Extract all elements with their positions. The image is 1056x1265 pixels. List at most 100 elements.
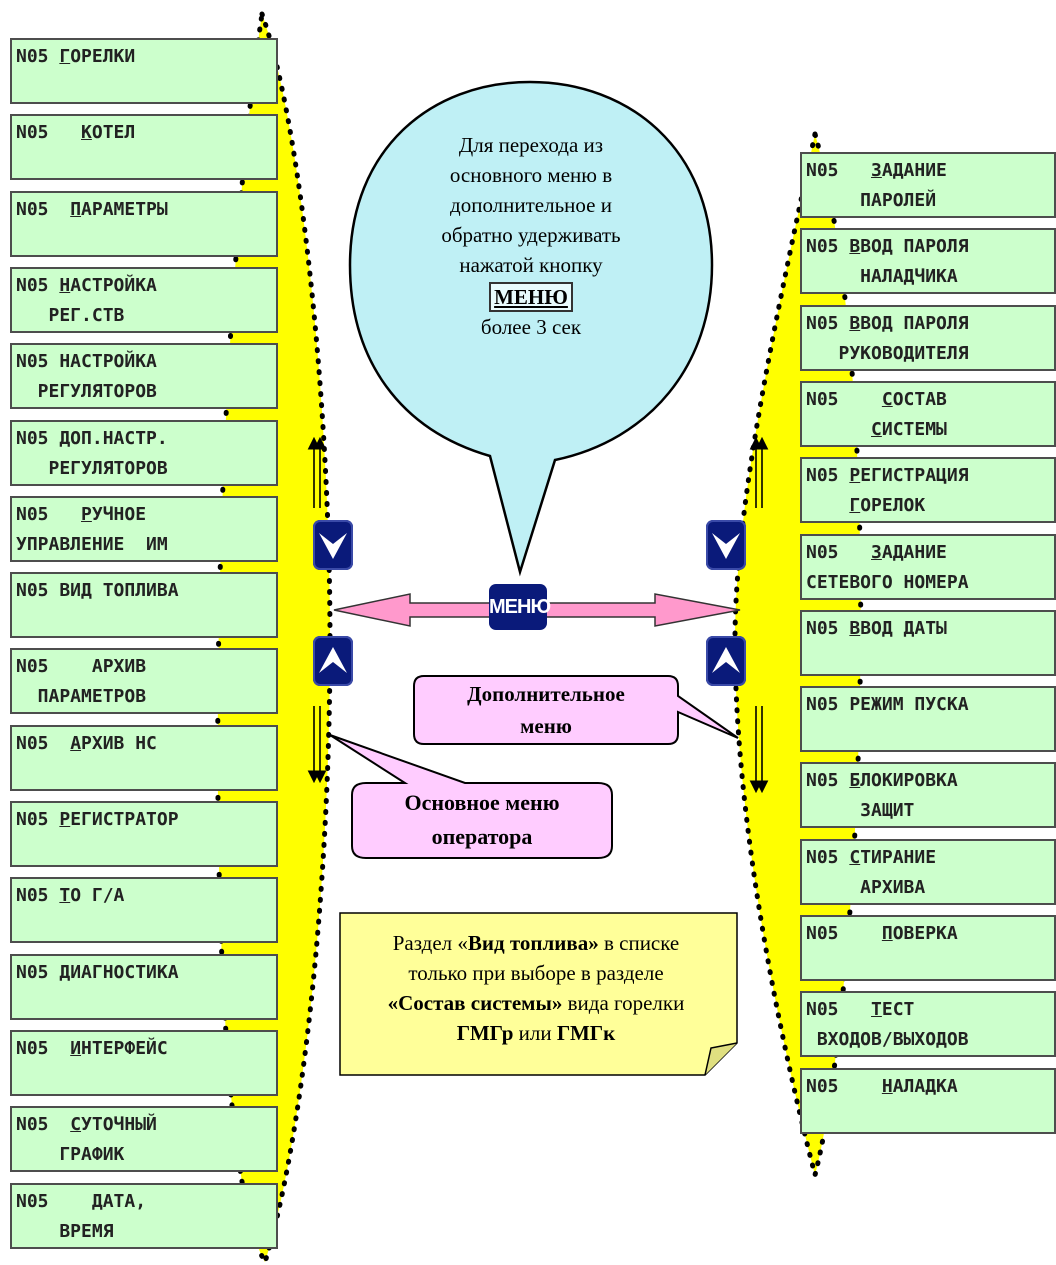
menu-screen-item[interactable]: N05 ПАРАМЕТРЫ bbox=[10, 190, 278, 257]
down-arrow-icon[interactable] bbox=[706, 520, 746, 570]
menu-screen-line: N05 ДОП.НАСТР. bbox=[16, 424, 276, 454]
main-menu-callout: Основное меню оператора bbox=[352, 786, 612, 854]
menu-screen-line: N05 СУТОЧНЫЙ bbox=[16, 1110, 276, 1140]
menu-text: АТА, bbox=[102, 1190, 147, 1212]
menu-screen-item[interactable]: N05 ДОП.НАСТР. РЕГУЛЯТОРОВ bbox=[10, 419, 278, 486]
menu-text: N05 bbox=[806, 617, 850, 639]
menu-screen-item[interactable]: N05 ЗАДАНИЕ ПАРОЛЕЙ bbox=[800, 152, 1056, 218]
up-arrow-icon[interactable] bbox=[706, 636, 746, 686]
hotkey-letter: П bbox=[881, 923, 893, 944]
menu-text: N05 bbox=[16, 1190, 92, 1212]
menu-text: РЕГУЛЯТОРОВ bbox=[16, 381, 157, 403]
menu-text: РЕГ.СТВ bbox=[16, 304, 125, 326]
up-arrow-icon[interactable] bbox=[313, 636, 353, 686]
menu-text: N05 bbox=[806, 846, 850, 868]
menu-screen-line: N05 ВВОД ПАРОЛЯ bbox=[806, 309, 1054, 339]
note-text: Раздел « bbox=[392, 931, 468, 955]
menu-screen-item[interactable]: N05 ВИД ТОПЛИВА bbox=[10, 572, 278, 639]
hotkey-letter: Т bbox=[59, 885, 71, 907]
menu-screen-item[interactable]: N05 ИНТЕРФЕЙС bbox=[10, 1029, 278, 1096]
menu-text: N05 bbox=[16, 46, 60, 67]
menu-screen-item[interactable]: N05 НАСТРОЙКА РЕГ.СТВ bbox=[10, 266, 278, 333]
fuel-type-note: Раздел «Вид топлива» в списке только при… bbox=[340, 928, 732, 1048]
menu-text: ТИРАНИЕ bbox=[860, 846, 937, 868]
menu-screen-line: ВХОДОВ/ВЫХОДОВ bbox=[806, 1025, 1054, 1055]
menu-text: АСТРОЙКА bbox=[70, 274, 157, 296]
menu-screen-line: N05 НАЛАДКА bbox=[806, 1072, 1054, 1102]
hotkey-letter: С bbox=[849, 846, 861, 868]
menu-text: N05 НАСТРОЙКА bbox=[16, 351, 157, 373]
menu-screen-item[interactable]: N05 ТЕСТ ВХОДОВ/ВЫХОДОВ bbox=[800, 991, 1056, 1058]
menu-screen-item[interactable]: N05 СУТОЧНЫЙ ГРАФИК bbox=[10, 1106, 278, 1173]
menu-screen-item[interactable]: N05 ВВОД ПАРОЛЯ НАЛАДЧИКА bbox=[800, 228, 1056, 295]
menu-text: ГРАФИК bbox=[16, 1144, 125, 1166]
menu-screen-line: N05 ЗАДАНИЕ bbox=[806, 538, 1054, 568]
menu-text: ЗАЩИТ bbox=[806, 800, 915, 822]
hotkey-letter: Р bbox=[59, 809, 71, 830]
menu-screen-item[interactable]: N05 ДИАГНОСТИКА bbox=[10, 953, 278, 1020]
menu-screen-line: ЗАЩИТ bbox=[806, 796, 1054, 826]
menu-text: РХИВ НС bbox=[81, 732, 157, 754]
menu-screen-line: РЕГУЛЯТОРОВ bbox=[16, 454, 276, 484]
menu-text: О Г/А bbox=[70, 885, 125, 907]
menu-screen-line: N05 ВВОД ПАРОЛЯ bbox=[806, 232, 1054, 262]
menu-screen-line: N05 ДИАГНОСТИКА bbox=[16, 958, 276, 988]
menu-screen-item[interactable]: N05 РЕЖИМ ПУСКА bbox=[800, 686, 1056, 753]
menu-screen-line: УПРАВЛЕНИЕ ИМ bbox=[16, 530, 276, 560]
menu-screen-line: СЕТЕВОГО НОМЕРА bbox=[806, 568, 1054, 598]
menu-button[interactable]: МЕНЮ bbox=[489, 584, 551, 630]
down-arrow-icon[interactable] bbox=[313, 520, 353, 570]
menu-screen-item[interactable]: N05 НАЛАДКА bbox=[800, 1067, 1056, 1134]
menu-screen-item[interactable]: N05 СТИРАНИЕ АРХИВА bbox=[800, 838, 1056, 905]
menu-text: ПАРОЛЕЙ bbox=[806, 190, 937, 211]
menu-screen-line: N05 ПАРАМЕТРЫ bbox=[16, 195, 276, 225]
menu-screen-line: N05 ТЕСТ bbox=[806, 995, 1054, 1025]
menu-screen-item[interactable]: N05 БЛОКИРОВКА ЗАЩИТ bbox=[800, 762, 1056, 829]
menu-screen-item[interactable]: N05 РЕГИСТРАЦИЯ ГОРЕЛОК bbox=[800, 457, 1056, 524]
menu-screen-item[interactable]: N05 ВВОД ДАТЫ bbox=[800, 609, 1056, 676]
menu-screen-item[interactable]: N05 ВВОД ПАРОЛЯ РУКОВОДИТЕЛЯ bbox=[800, 304, 1056, 371]
hotkey-letter: З bbox=[871, 541, 882, 563]
menu-screen-item[interactable]: N05 ПОВЕРКА bbox=[800, 915, 1056, 981]
menu-screen-line: N05 ПОВЕРКА bbox=[806, 919, 1054, 949]
menu-screen-item[interactable]: N05 ТО Г/А bbox=[10, 877, 278, 944]
menu-screen-line: ПАРАМЕТРОВ bbox=[16, 682, 276, 712]
menu-text: ПАРАМЕТРОВ bbox=[16, 686, 147, 708]
speech-bubble-shape bbox=[348, 80, 714, 577]
menu-screen-item[interactable]: N05 КОТЕЛ bbox=[10, 114, 278, 181]
menu-text: ВОД ПАРОЛЯ bbox=[860, 312, 969, 334]
menu-screen-item[interactable]: N05 ДАТА, ВРЕМЯ bbox=[10, 1182, 278, 1249]
menu-screen-item[interactable]: N05 РЕГИСТРАТОР bbox=[10, 801, 278, 867]
menu-text: N05 bbox=[806, 999, 872, 1021]
hotkey-letter: В bbox=[849, 617, 861, 639]
menu-text: N05 bbox=[16, 503, 82, 525]
hotkey-letter: И bbox=[70, 1037, 82, 1059]
menu-screen-line: N05 ИНТЕРФЕЙС bbox=[16, 1034, 276, 1064]
menu-text: N05 РЕЖИМ ПУСКА bbox=[806, 694, 969, 716]
menu-text: УПРАВЛЕНИЕ ИМ bbox=[16, 533, 168, 555]
menu-text: АРХИВА bbox=[806, 876, 926, 898]
hotkey-letter: К bbox=[81, 122, 92, 144]
menu-screen-item[interactable]: N05 ГОРЕЛКИ bbox=[10, 38, 278, 104]
hotkey-letter: П bbox=[70, 198, 82, 220]
hotkey-letter: Н bbox=[881, 1075, 893, 1097]
menu-text: ОСТАВ bbox=[892, 388, 947, 410]
menu-text: N05 bbox=[16, 274, 60, 296]
menu-screen-item[interactable]: N05 НАСТРОЙКА РЕГУЛЯТОРОВ bbox=[10, 343, 278, 410]
menu-text: N05 bbox=[16, 1114, 71, 1136]
menu-screen-item[interactable]: N05 АРХИВ ПАРАМЕТРОВ bbox=[10, 648, 278, 715]
menu-text: N05 ДОП.НАСТР. bbox=[16, 427, 168, 449]
menu-screen-item[interactable]: N05 АРХИВ НС bbox=[10, 724, 278, 791]
menu-text: УТОЧНЫЙ bbox=[81, 1114, 157, 1136]
menu-text: ОВЕРКА bbox=[892, 923, 958, 944]
menu-text: N05 bbox=[806, 465, 850, 487]
menu-text: N05 bbox=[806, 236, 850, 258]
hotkey-letter: С bbox=[881, 388, 893, 410]
note-bold: ГМГр bbox=[456, 1021, 514, 1045]
menu-screen-item[interactable]: N05 СОСТАВ СИСТЕМЫ bbox=[800, 380, 1056, 447]
callout-extra-shape bbox=[413, 675, 739, 745]
